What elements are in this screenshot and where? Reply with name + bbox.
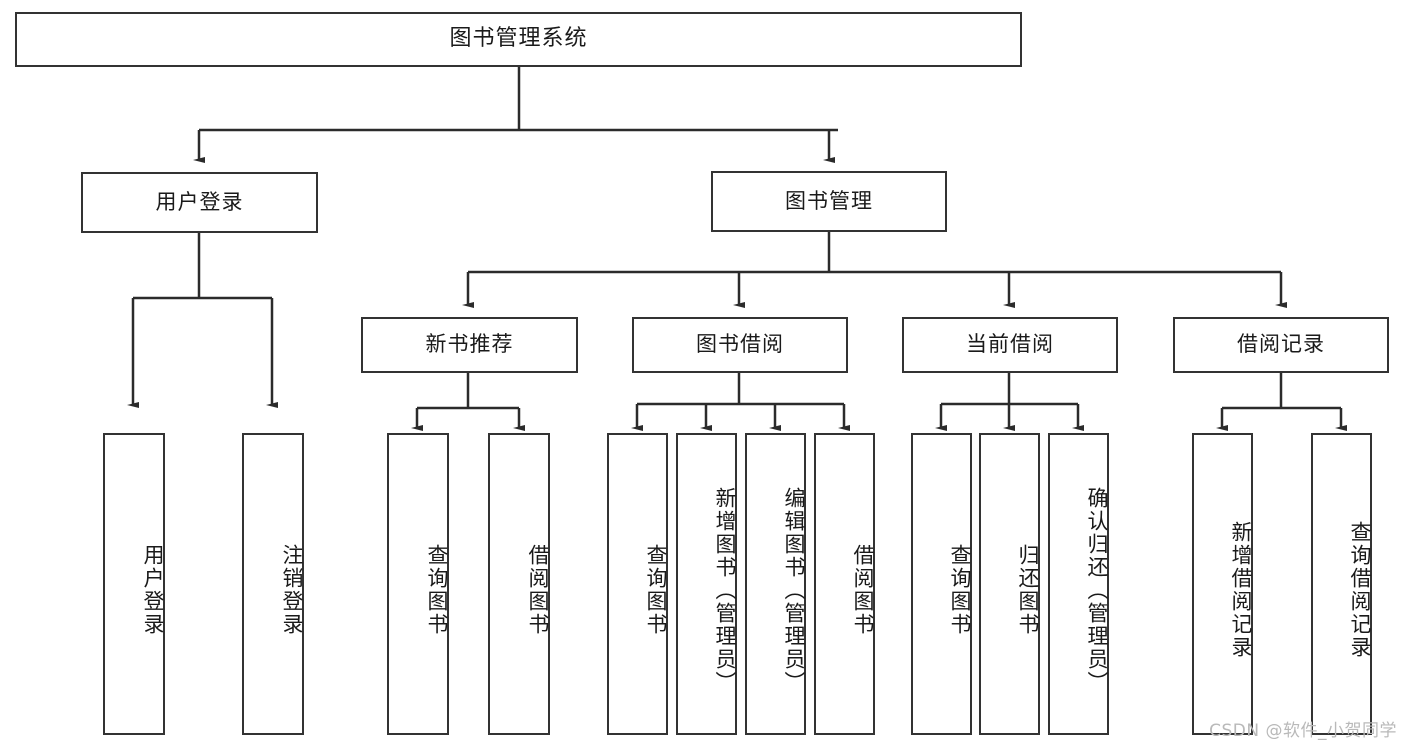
node-label: 查询借阅记录 xyxy=(1348,521,1372,659)
node-label: 借阅记录 xyxy=(1237,332,1325,357)
leaf-user-login[interactable]: 用户登录 xyxy=(103,433,165,735)
node-label: 查询图书 xyxy=(644,544,668,636)
node-label: 查询图书 xyxy=(948,544,972,636)
node-label: 注销登录 xyxy=(280,544,304,636)
node-book-borrow[interactable]: 图书借阅 xyxy=(632,317,848,373)
node-book-management[interactable]: 图书管理 xyxy=(711,171,947,232)
node-label: 编辑图书（管理员） xyxy=(782,486,806,694)
node-label: 用户登录 xyxy=(155,189,244,214)
node-label: 借阅图书 xyxy=(526,544,550,636)
node-new-book-recommend[interactable]: 新书推荐 xyxy=(361,317,578,373)
node-label: 当前借阅 xyxy=(966,332,1054,357)
node-user-login[interactable]: 用户登录 xyxy=(81,172,318,233)
leaf-query-book-current[interactable]: 查询图书 xyxy=(911,433,972,735)
leaf-query-borrow-record[interactable]: 查询借阅记录 xyxy=(1311,433,1372,735)
leaf-borrow-book[interactable]: 借阅图书 xyxy=(814,433,875,735)
node-borrow-record[interactable]: 借阅记录 xyxy=(1173,317,1389,373)
node-label: 归还图书 xyxy=(1016,544,1040,636)
leaf-logout-login[interactable]: 注销登录 xyxy=(242,433,304,735)
node-label: 新增借阅记录 xyxy=(1229,521,1253,659)
node-label: 借阅图书 xyxy=(851,544,875,636)
leaf-add-book-admin[interactable]: 新增图书（管理员） xyxy=(676,433,737,735)
node-current-borrow[interactable]: 当前借阅 xyxy=(902,317,1118,373)
watermark-text: CSDN @软件_小贺同学 xyxy=(1209,721,1397,741)
leaf-query-book-recommend[interactable]: 查询图书 xyxy=(387,433,449,735)
node-label: 新增图书（管理员） xyxy=(713,486,737,694)
node-label: 确认归还（管理员） xyxy=(1085,486,1109,694)
node-label: 查询图书 xyxy=(425,544,449,636)
node-label: 用户登录 xyxy=(141,544,165,636)
leaf-borrow-book-recommend[interactable]: 借阅图书 xyxy=(488,433,550,735)
leaf-confirm-return-admin[interactable]: 确认归还（管理员） xyxy=(1048,433,1109,735)
leaf-return-book[interactable]: 归还图书 xyxy=(979,433,1040,735)
node-root-book-management-system[interactable]: 图书管理系统 xyxy=(15,12,1022,67)
leaf-edit-book-admin[interactable]: 编辑图书（管理员） xyxy=(745,433,806,735)
node-label: 图书借阅 xyxy=(696,332,784,357)
leaf-query-book-borrow[interactable]: 查询图书 xyxy=(607,433,668,735)
node-label: 图书管理系统 xyxy=(449,26,588,52)
node-label: 新书推荐 xyxy=(425,332,514,357)
node-label: 图书管理 xyxy=(785,188,873,213)
leaf-add-borrow-record[interactable]: 新增借阅记录 xyxy=(1192,433,1253,735)
